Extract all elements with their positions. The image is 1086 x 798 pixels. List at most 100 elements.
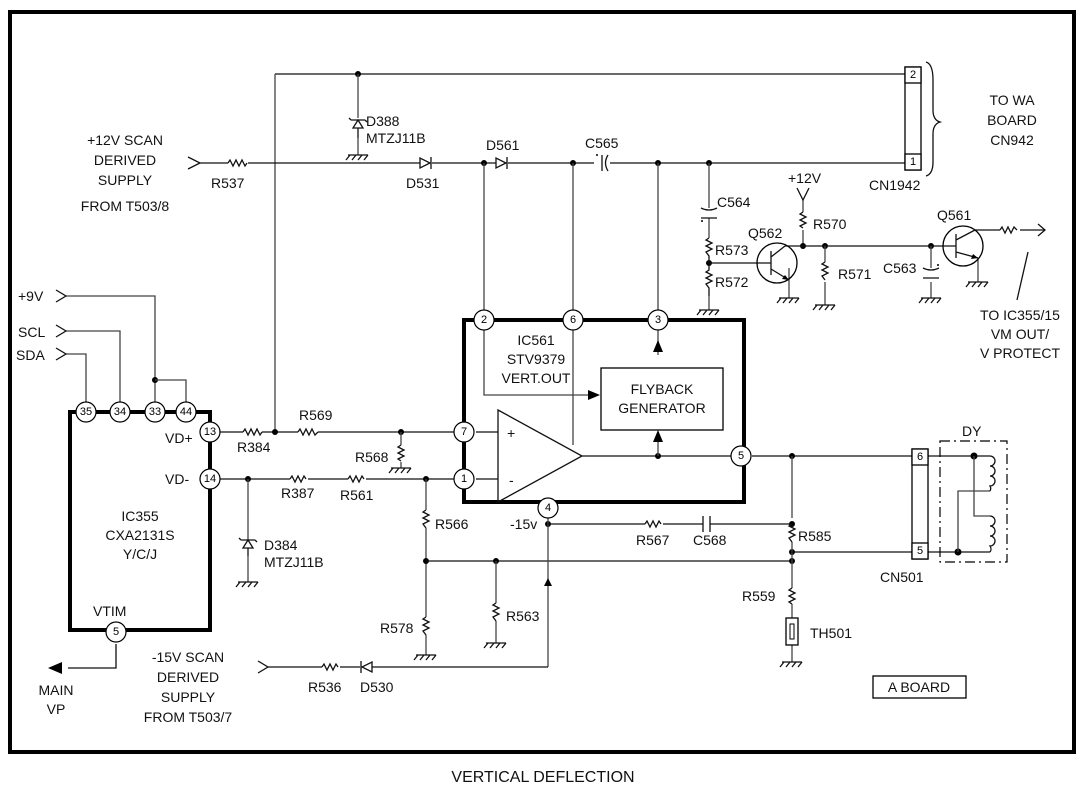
d384-label: D384 [264,537,298,553]
pin-label: 35 [80,406,92,418]
d531-symbol [419,156,432,170]
main-vp-line1: MAIN [39,682,74,698]
capacitors [596,154,940,532]
r578-label: R578 [380,620,414,636]
diagram-title: VERTICAL DEFLECTION [451,769,634,786]
r573-label: R573 [715,242,749,258]
vdplus-label: VD+ [165,430,193,446]
plus12v-label: +12V [788,170,822,186]
d530-symbol [360,660,373,674]
d388-type-label: MTZJ11B [366,130,426,146]
r536-symbol [321,662,339,672]
ic355-pins [75,401,221,643]
resistors [227,158,1018,672]
d388-label: D388 [366,113,400,129]
op-amp-symbol [497,408,584,504]
r573-symbol [704,237,714,263]
r568-symbol [396,444,406,462]
r561-label: R561 [340,487,374,503]
d531-label: D531 [406,175,440,191]
r568-label: R568 [355,449,389,465]
ic355-name-line3: Y/C/J [123,546,157,562]
flyback-line1: FLYBACK [631,381,694,397]
to-wa-board-line2: BOARD [987,112,1037,128]
r567-label: R567 [636,532,670,548]
ic355-name-line2: CXA2131S [105,527,174,543]
pin-label: 5 [738,450,744,462]
r384-label: R384 [237,439,271,455]
r570-label: R570 [813,216,847,232]
r563-symbol [491,602,501,622]
r569-symbol [297,427,319,437]
pin-label: 5 [113,626,119,638]
pin-label: 44 [180,406,192,418]
r559-label: R559 [742,588,776,604]
minus15v-scan-line1: -15V SCAN [152,649,224,665]
plus12v-scan-line1: +12V SCAN [87,132,163,148]
ic355-body [68,410,212,632]
to-ic355-line3: V PROTECT [980,345,1061,361]
ic561-pins [453,309,752,519]
ic355-name-line1: IC355 [121,508,159,524]
c565-label: C565 [585,135,619,151]
dy-label: DY [962,423,982,439]
plus12v-scan-line4: FROM T503/8 [81,198,170,214]
plus12v-scan-line2: DERIVED [94,152,156,168]
r566-label: R566 [435,516,469,532]
c568-label: C568 [693,532,727,548]
d530-label: D530 [360,679,394,695]
d384-symbol [238,537,258,556]
pin-label: 7 [461,426,467,438]
a-board-box [872,675,967,699]
plus12v-scan-line3: SUPPLY [98,172,153,188]
terminals [48,156,1046,674]
schematic-frame [8,10,1076,754]
opamp-minus-label: - [509,472,514,488]
q561-symbol [942,225,984,267]
ic561-name-line1: IC561 [517,332,555,348]
q562-label: Q562 [748,225,782,241]
sda-label: SDA [16,347,45,363]
r585-symbol [787,523,797,543]
c564-label: C564 [717,194,751,210]
to-wa-board-line3: CN942 [990,132,1034,148]
to-ic355-line1: TO IC355/15 [980,307,1060,323]
flyback-generator-box [600,367,724,431]
pin-label: 1 [910,156,916,168]
c565-symbol [601,154,609,172]
minus15v-scan-line2: DERIVED [157,669,219,685]
c563-label: C563 [883,260,917,276]
r559-symbol [787,587,797,605]
pin-label: 4 [545,502,551,514]
th501-symbol [785,617,799,646]
to-ic355-line2: VM OUT/ [991,326,1049,342]
pin-label: 2 [910,69,916,81]
pin-label: 34 [114,406,126,418]
cn501-connector [911,448,929,560]
pin-label: 6 [917,451,923,463]
r571-symbol [820,261,830,281]
r563-label: R563 [506,608,540,624]
q562-symbol [756,242,798,284]
vtim-label: VTIM [93,603,126,619]
main-vp-line2: VP [47,701,66,717]
minus15v-node-label: -15v [510,516,537,532]
d561-symbol [495,156,508,170]
r387-label: R387 [281,485,315,501]
dy-deflection-yoke [939,440,1008,563]
c568-symbol [702,516,711,532]
pin-label: 13 [204,426,216,438]
r567-symbol [644,519,662,529]
c563-symbol [922,267,940,279]
r536-label: R536 [308,679,342,695]
a-board-label: A BOARD [888,679,950,695]
r578-symbol [421,616,431,636]
ic561-name-line2: STV9379 [507,351,566,367]
pin-label: 14 [204,473,216,485]
r566-symbol [421,509,431,529]
r571-label: R571 [838,266,872,282]
plus9v-label: +9V [18,288,44,304]
r570-symbol [798,211,808,229]
th501-label: TH501 [810,625,852,641]
